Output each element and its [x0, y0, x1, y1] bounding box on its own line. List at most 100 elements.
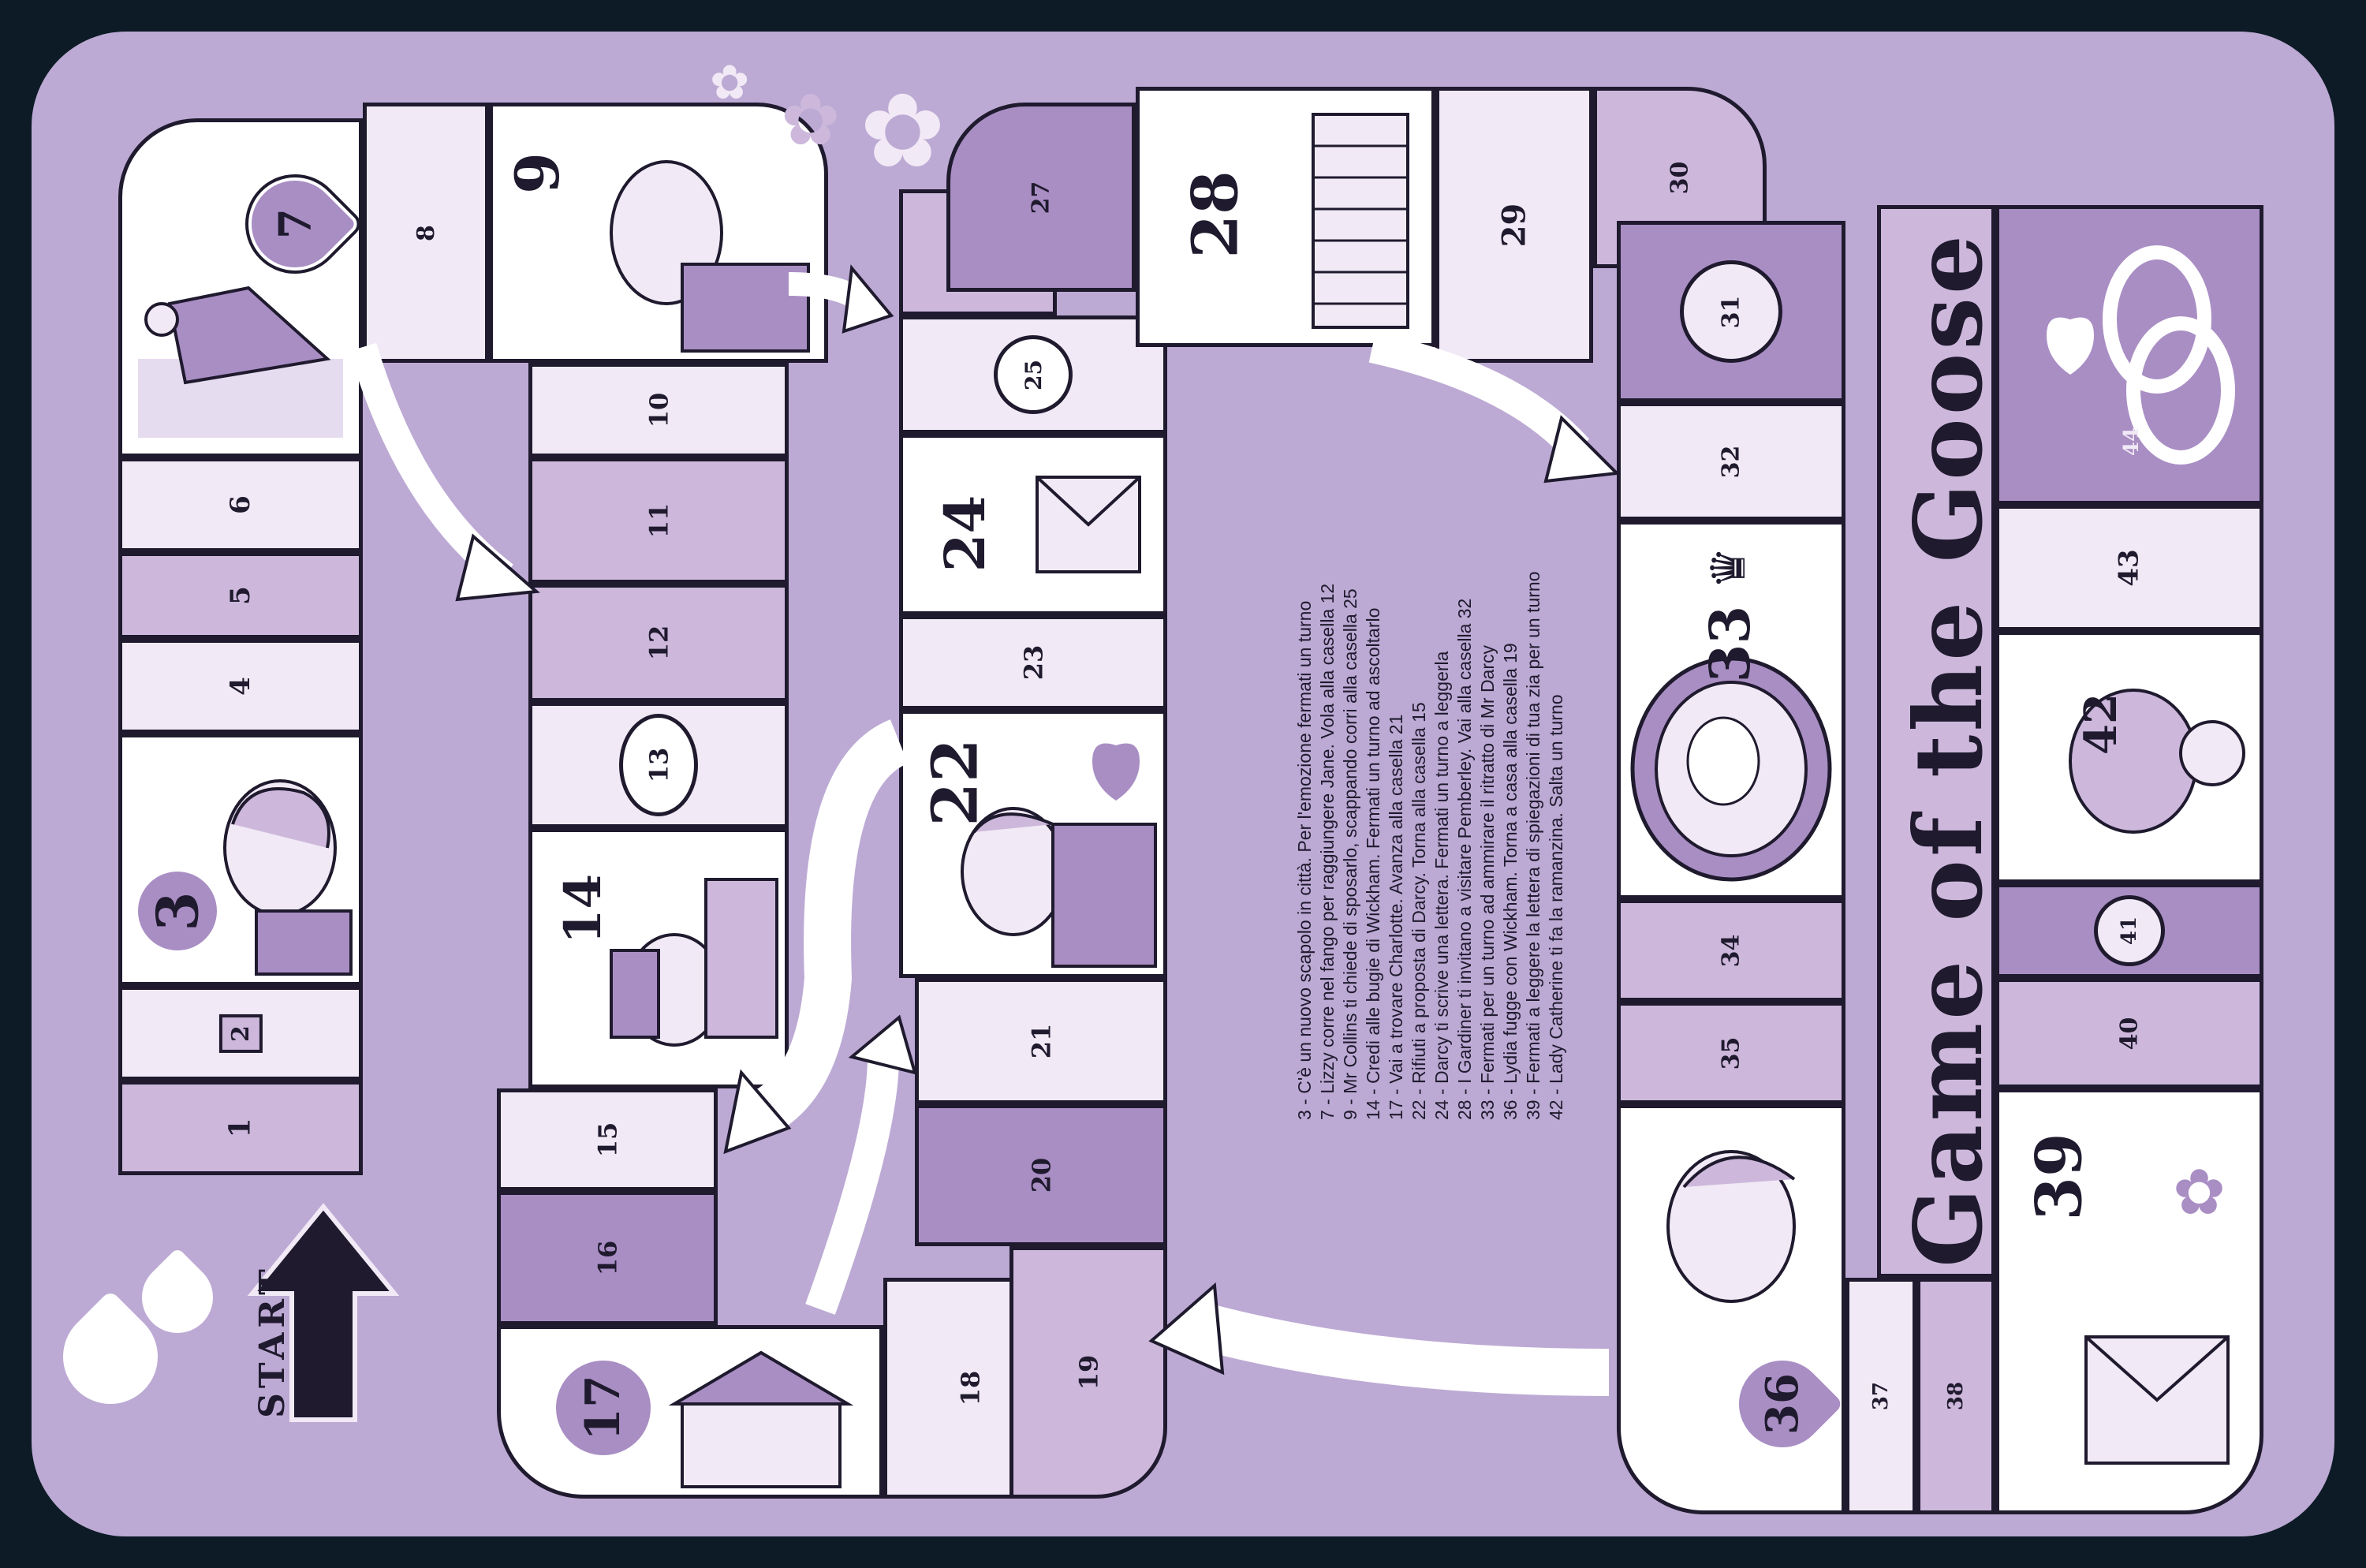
square-5-number: 5: [224, 586, 256, 605]
square-36-number: 36: [1756, 1373, 1808, 1435]
game-board: 1 2 3 4 5 6 7 8: [32, 32, 2334, 1536]
title-banner: [1877, 205, 1995, 1278]
rule-item: 36 - Lydia fugge con Wickham. Torna a ca…: [1500, 643, 1521, 1120]
gentleman-portrait-illustration: [223, 779, 353, 976]
rule-item: 9 - Mr Collins ti chiede di sposarlo, sc…: [1340, 588, 1360, 1120]
square-2[interactable]: 2: [118, 986, 363, 1081]
square-13-number: 13: [644, 747, 674, 783]
start-arrow-icon: [247, 1203, 400, 1422]
square-20[interactable]: 20: [915, 1104, 1167, 1246]
square-15-number: 15: [592, 1122, 622, 1158]
square-29[interactable]: 29: [1435, 87, 1593, 363]
square-31[interactable]: 31: [1617, 221, 1845, 402]
flower-icon: ✿: [2173, 1155, 2226, 1229]
crown-icon: ♛: [1700, 547, 1756, 589]
square-25-number: 25: [1020, 359, 1047, 390]
square-37-number: 37: [1869, 1381, 1893, 1411]
square-12[interactable]: 12: [528, 584, 789, 702]
square-41-number: 41: [2118, 916, 2141, 946]
square-28-number: 28: [1177, 170, 1252, 259]
heart-icon: 36: [1721, 1342, 1844, 1465]
square-16-number: 16: [592, 1240, 622, 1276]
square-42[interactable]: 42: [1995, 631, 2263, 883]
square-4[interactable]: 4: [118, 639, 363, 734]
square-35[interactable]: 35: [1617, 1002, 1845, 1104]
square-24-number: 24: [932, 495, 998, 573]
square-17-number: 17: [576, 1375, 631, 1441]
square-21-number: 21: [1026, 1023, 1056, 1059]
square-1-number: 1: [224, 1118, 257, 1138]
square-43-number: 43: [2113, 549, 2145, 587]
square-11-number: 11: [644, 502, 674, 539]
square-18-number: 18: [955, 1370, 985, 1406]
square-44-number: 44: [2120, 427, 2144, 457]
square-33[interactable]: ♛ 33: [1617, 521, 1845, 899]
square-32[interactable]: 32: [1617, 402, 1845, 521]
square-6[interactable]: 6: [118, 457, 363, 552]
square-38[interactable]: 38: [1916, 1278, 1995, 1514]
square-14-number: 14: [554, 873, 614, 945]
square-11[interactable]: 11: [528, 457, 789, 584]
square-42-number: 42: [2074, 693, 2127, 755]
square-20-number: 20: [1026, 1157, 1056, 1193]
rule-item: 3 - C'è un nuovo scapolo in città. Per l…: [1294, 600, 1315, 1120]
square-41[interactable]: 41: [1995, 883, 2263, 978]
square-8[interactable]: 8: [363, 103, 489, 363]
square-23-number: 23: [1018, 644, 1048, 681]
square-40[interactable]: 40: [1995, 978, 2263, 1088]
rule-item: 22 - Rifiuti a proposta di Darcy. Torna …: [1409, 702, 1429, 1120]
square-32-number: 32: [1717, 445, 1745, 478]
square-33-number: 33: [1697, 605, 1763, 683]
square-1[interactable]: 1: [118, 1081, 363, 1175]
flower-icon: ✿: [781, 79, 841, 162]
rule-item: 17 - Vai a trovare Charlotte. Avanza all…: [1386, 714, 1406, 1120]
square-6-number: 6: [224, 495, 256, 514]
square-38-number: 38: [1944, 1381, 1968, 1411]
square-19[interactable]: 19: [1009, 1246, 1167, 1499]
square-28[interactable]: 28: [1136, 87, 1435, 347]
square-10[interactable]: 10: [528, 363, 789, 457]
square-34[interactable]: 34: [1617, 899, 1845, 1002]
square-14[interactable]: 14: [528, 828, 789, 1088]
square-27[interactable]: 27: [946, 103, 1136, 292]
square-25[interactable]: 25: [899, 315, 1167, 434]
square-17[interactable]: 17: [497, 1325, 883, 1499]
rule-item: 28 - I Gardiner ti invitano a visitare P…: [1454, 598, 1475, 1120]
square-2-number: 2: [218, 1014, 263, 1053]
square-36[interactable]: 36: [1617, 1104, 1845, 1514]
house-icon: [668, 1350, 854, 1488]
square-43[interactable]: 43: [1995, 505, 2263, 631]
square-3-number: 3: [144, 890, 211, 931]
square-15[interactable]: 15: [497, 1088, 718, 1191]
square-23[interactable]: 23: [899, 615, 1167, 710]
square-3[interactable]: 3: [118, 734, 363, 986]
square-13[interactable]: 13: [528, 702, 789, 828]
square-39[interactable]: ✿ 39: [1995, 1088, 2263, 1514]
square-44[interactable]: 44: [1995, 205, 2263, 505]
square-31-number: 31: [1717, 295, 1745, 328]
square-9-number: 9: [502, 152, 573, 194]
rule-item: 7 - Lizzy corre nel fango per raggiunger…: [1317, 583, 1338, 1120]
rules-list: 3 - C'è un nuovo scapolo in città. Per l…: [1293, 32, 1609, 1120]
darcy-proposal-illustration: [961, 743, 1157, 968]
square-8-number: 8: [412, 224, 440, 241]
square-37[interactable]: 37: [1845, 1278, 1916, 1514]
square-5[interactable]: 5: [118, 552, 363, 639]
square-16[interactable]: 16: [497, 1191, 718, 1325]
mr-collins-portrait-illustration: [610, 160, 810, 353]
square-7[interactable]: 7: [118, 118, 366, 457]
lady-catherine-illustration: [2069, 689, 2245, 834]
lydia-portrait-illustration: [1666, 1150, 1796, 1303]
lady-walking-illustration: [138, 286, 343, 438]
square-19-number: 19: [1073, 1354, 1103, 1391]
square-22[interactable]: 22: [899, 710, 1167, 978]
square-24[interactable]: 24: [899, 434, 1167, 615]
darcy-portrait-medallion: [1630, 656, 1832, 882]
rule-item: 14 - Credi alle bugie di Wickham. Fermat…: [1363, 607, 1383, 1120]
title-container: Game of the Goose: [1885, 232, 2011, 1267]
game-title: Game of the Goose: [1893, 231, 2003, 1267]
square-21[interactable]: 21: [915, 978, 1167, 1104]
square-34-number: 34: [1717, 934, 1745, 967]
square-40-number: 40: [2115, 1017, 2144, 1050]
square-9[interactable]: 9: [489, 103, 828, 363]
